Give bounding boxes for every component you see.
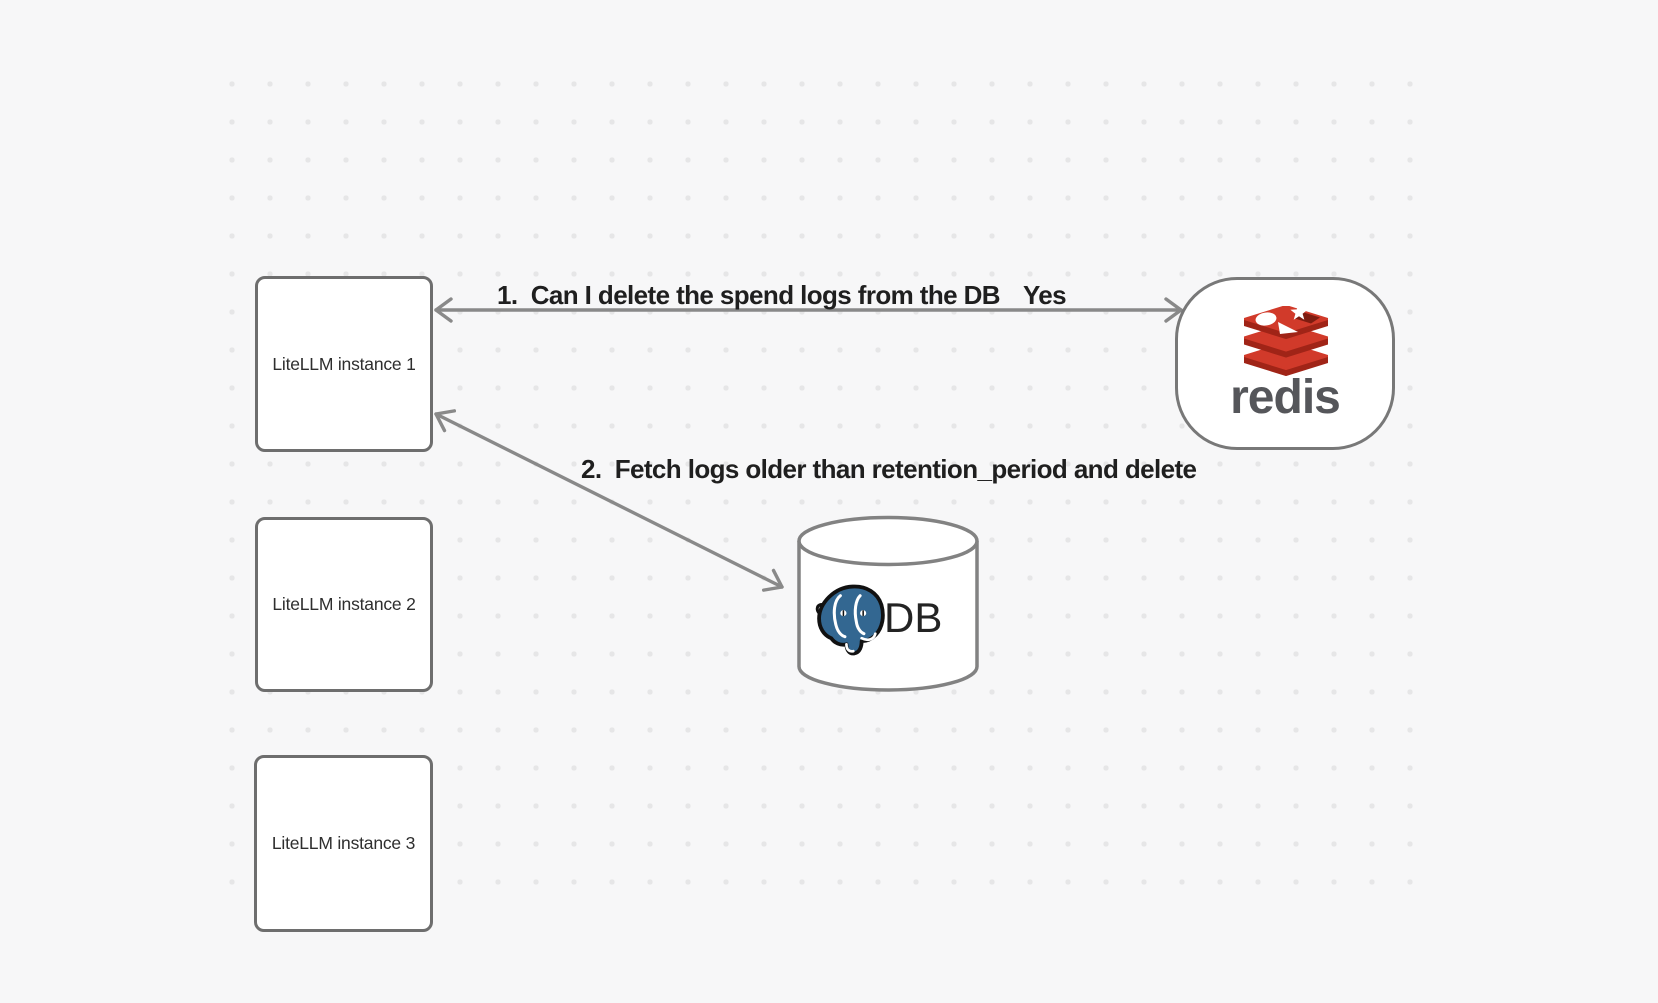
redis-logo-icon bbox=[1244, 306, 1328, 376]
node-litellm-instance-3[interactable]: LiteLLM instance 3 bbox=[254, 755, 433, 932]
node-label: LiteLLM instance 1 bbox=[272, 353, 416, 374]
redis-wordmark: redis bbox=[1230, 371, 1341, 424]
database-cylinder-shape bbox=[797, 515, 979, 692]
redis-white-triangle bbox=[1278, 322, 1298, 334]
database-label: DB bbox=[884, 594, 943, 641]
edge2-label: 2. Fetch logs older than retention_perio… bbox=[581, 454, 1197, 484]
redis-white-star bbox=[1290, 306, 1308, 320]
postgresql-elephant-icon bbox=[815, 584, 885, 656]
node-redis[interactable]: redis bbox=[1175, 277, 1395, 450]
redis-white-ellipse bbox=[1255, 312, 1277, 326]
node-database-cylinder[interactable]: DB bbox=[790, 508, 986, 700]
node-litellm-instance-2[interactable]: LiteLLM instance 2 bbox=[255, 517, 433, 692]
node-litellm-instance-1[interactable]: LiteLLM instance 1 bbox=[255, 276, 433, 452]
edge1-label: 1. Can I delete the spend logs from the … bbox=[497, 280, 1001, 310]
node-label: LiteLLM instance 3 bbox=[271, 833, 416, 853]
edge1-response-label: Yes bbox=[1023, 280, 1067, 310]
node-label: LiteLLM instance 2 bbox=[272, 594, 416, 614]
edge-instance1-db[interactable] bbox=[434, 409, 784, 592]
